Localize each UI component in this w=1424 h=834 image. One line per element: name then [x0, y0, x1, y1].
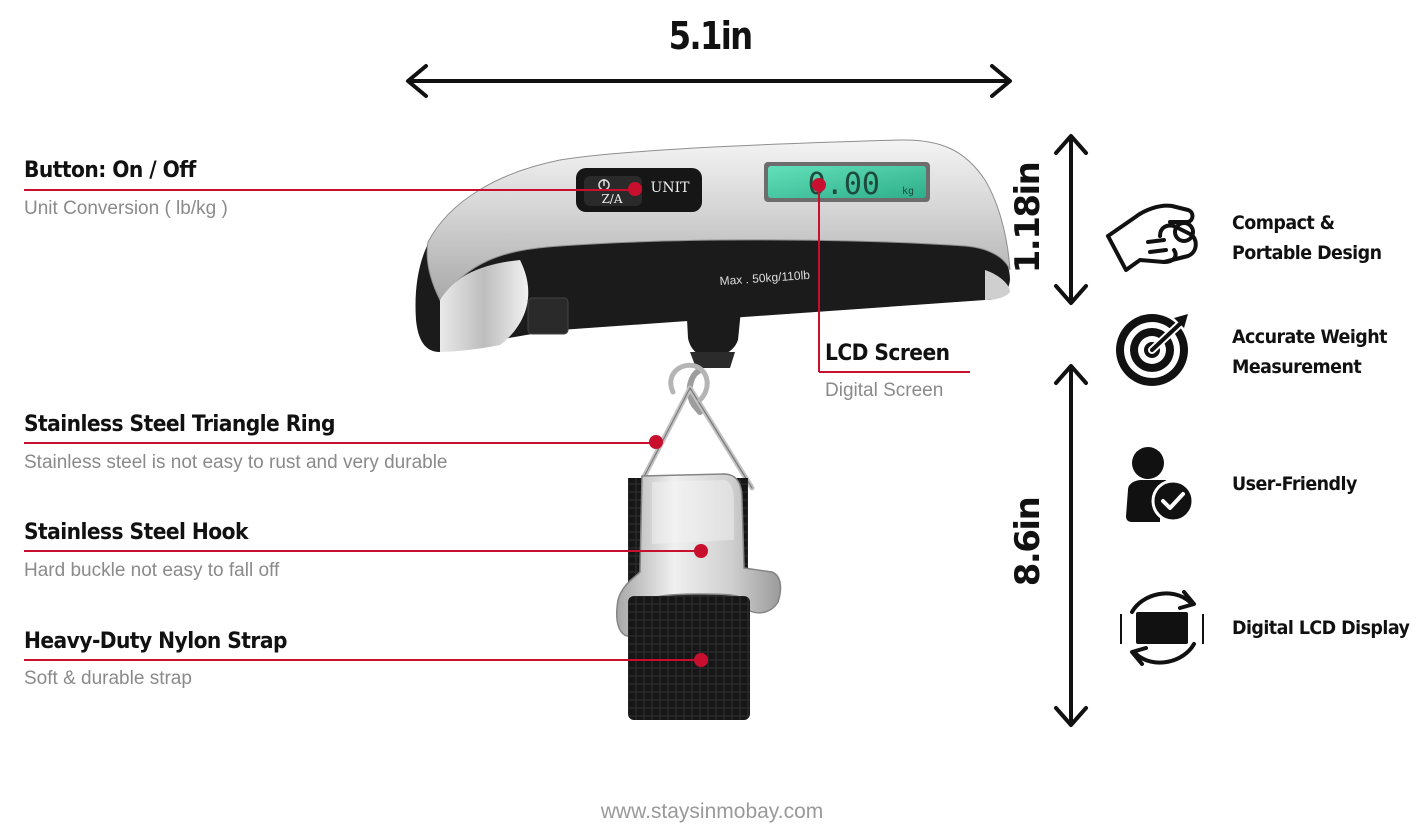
feature-accurate-line1: Accurate Weight	[1232, 326, 1388, 348]
website-footer: www.staysinmobay.com	[600, 800, 824, 823]
callout-title-button: Button: On / Off	[24, 158, 196, 183]
power-button-label: Z/A	[601, 192, 622, 206]
large-height-dimension-label: 8.6in	[1008, 497, 1048, 587]
max-capacity-label: Max . 50kg/110lb	[719, 268, 811, 288]
callout-subtitle-lcd: Digital Screen	[825, 380, 944, 401]
feature-compact-line1: Compact &	[1232, 212, 1335, 234]
feature-compact-line2: Portable Design	[1232, 242, 1382, 264]
callout-title-lcd: LCD Screen	[825, 341, 950, 366]
callout-dot-strap	[694, 653, 708, 667]
small-height-dimension-arrow	[1054, 134, 1088, 305]
hanger-post	[686, 300, 742, 368]
feature-user-friendly-line1: User-Friendly	[1232, 473, 1357, 495]
callout-dot-lcd	[812, 178, 826, 192]
lcd-screen: 0.00 kg	[764, 162, 930, 202]
callout-subtitle-hook: Hard buckle not easy to fall off	[24, 560, 280, 581]
callout-title-strap: Heavy-Duty Nylon Strap	[24, 629, 287, 654]
feature-accurate: Accurate Weight Measurement	[1232, 322, 1388, 382]
small-height-dimension-label: 1.18in	[1008, 162, 1048, 274]
lcd-unit: kg	[902, 186, 914, 197]
callout-subtitle-ring: Stainless steel is not easy to rust and …	[24, 452, 448, 473]
feature-lcd-display-line1: Digital LCD Display	[1232, 617, 1410, 639]
feature-user-friendly: User-Friendly	[1232, 469, 1357, 499]
callout-subtitle-button: Unit Conversion ( lb/kg )	[24, 198, 228, 219]
nylon-strap-lower	[628, 596, 750, 720]
callout-title-hook: Stainless Steel Hook	[24, 520, 248, 545]
width-dimension-label: 5.1in	[668, 14, 753, 58]
feature-accurate-line2: Measurement	[1232, 356, 1362, 378]
unit-button-label: UNIT	[651, 180, 691, 196]
callout-dot-hook	[694, 544, 708, 558]
callout-dot-button	[628, 182, 642, 196]
callout-leaders	[24, 178, 970, 667]
target-icon	[1116, 314, 1188, 386]
user-check-icon	[1126, 447, 1195, 523]
feature-compact: Compact & Portable Design	[1232, 208, 1382, 268]
large-height-dimension-arrow	[1054, 364, 1088, 727]
feature-lcd-display: Digital LCD Display	[1232, 613, 1410, 643]
callout-title-ring: Stainless Steel Triangle Ring	[24, 412, 335, 437]
callout-subtitle-strap: Soft & durable strap	[24, 668, 192, 689]
display-rotate-icon	[1120, 590, 1204, 666]
callout-dot-ring	[649, 435, 663, 449]
width-dimension-arrow	[406, 64, 1012, 98]
hand-pinch-icon	[1106, 203, 1198, 272]
